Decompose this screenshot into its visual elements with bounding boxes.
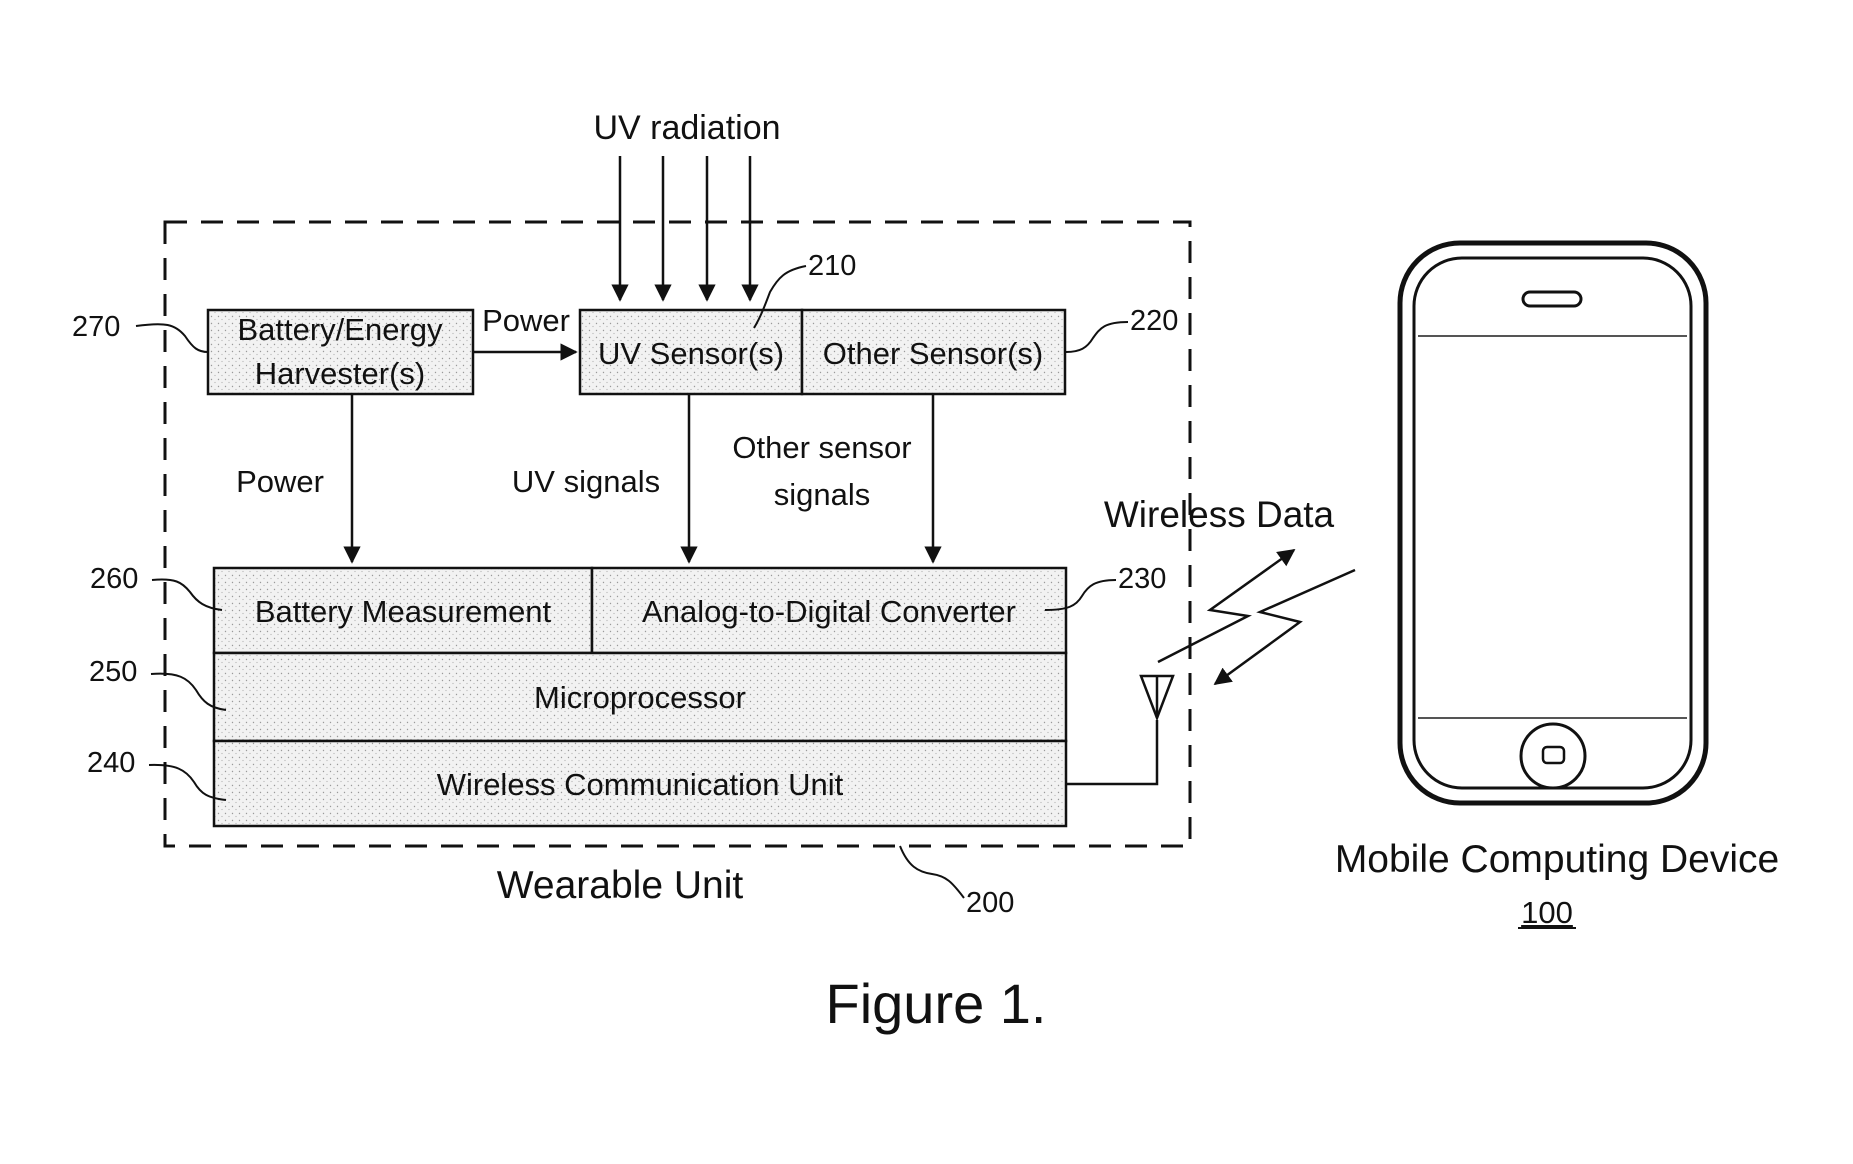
adc-block: Analog-to-Digital Converter — [592, 568, 1066, 653]
ref-220: 220 — [1130, 305, 1178, 337]
uv-sensor-block: UV Sensor(s) — [580, 310, 802, 394]
battery-harvester-line2: Harvester(s) — [255, 356, 426, 391]
wireless-data-arrows — [1158, 550, 1355, 684]
battery-harvester-block: Battery/Energy Harvester(s) — [208, 310, 473, 394]
antenna-icon — [1066, 676, 1173, 784]
leader-270 — [136, 324, 208, 352]
power-top-label: Power — [482, 303, 570, 338]
ref-230: 230 — [1118, 563, 1166, 595]
microprocessor-label: Microprocessor — [534, 680, 746, 715]
leader-260 — [152, 580, 222, 611]
other-signals-label-2: signals — [774, 477, 871, 512]
uv-radiation-arrows — [620, 156, 750, 300]
leader-220 — [1066, 322, 1128, 352]
ref-250: 250 — [89, 656, 137, 688]
wireless-comm-label: Wireless Communication Unit — [437, 767, 844, 802]
battery-measurement-block: Battery Measurement — [214, 568, 592, 653]
ref-210: 210 — [808, 250, 856, 282]
uv-radiation-label: UV radiation — [593, 109, 780, 147]
ref-270: 270 — [72, 311, 120, 343]
mobile-phone-icon — [1400, 243, 1706, 803]
battery-measurement-label: Battery Measurement — [255, 594, 552, 629]
other-sensor-label: Other Sensor(s) — [823, 336, 1044, 371]
adc-label: Analog-to-Digital Converter — [642, 594, 1016, 629]
microprocessor-block: Microprocessor — [214, 653, 1066, 741]
other-sensor-block: Other Sensor(s) — [802, 310, 1065, 394]
ref-260: 260 — [90, 563, 138, 595]
uv-signals-label: UV signals — [512, 464, 660, 499]
ref-240: 240 — [87, 747, 135, 779]
leader-200 — [900, 846, 964, 898]
wireless-comm-block: Wireless Communication Unit — [214, 741, 1066, 826]
wearable-unit-label: Wearable Unit — [497, 864, 744, 907]
wireless-data-label: Wireless Data — [1104, 494, 1335, 535]
ref-200: 200 — [966, 887, 1014, 919]
other-signals-label-1: Other sensor — [732, 430, 911, 465]
power-left-label: Power — [236, 464, 324, 499]
ref-100: 100 — [1521, 895, 1573, 930]
mobile-device-label: Mobile Computing Device — [1335, 838, 1779, 881]
battery-harvester-line1: Battery/Energy — [237, 312, 443, 347]
uv-sensor-label: UV Sensor(s) — [598, 336, 784, 371]
figure-caption: Figure 1. — [826, 972, 1047, 1035]
